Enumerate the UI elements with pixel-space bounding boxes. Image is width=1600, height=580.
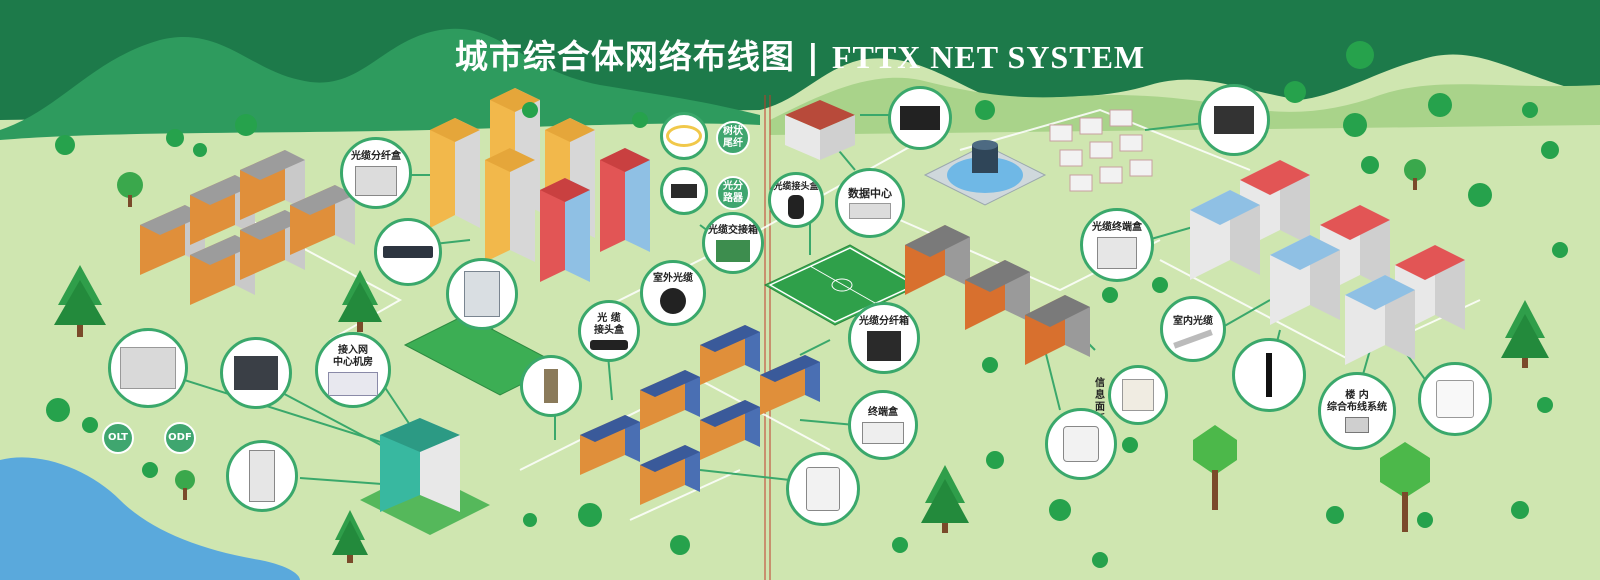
wall-box-icon [806, 467, 840, 511]
mountain-light-right [770, 77, 1600, 135]
callout-cabinet [446, 258, 518, 330]
data-center-icon [849, 202, 891, 219]
callout-server-rack [888, 86, 952, 150]
callout-wall-outlet-box [1045, 408, 1117, 480]
callout-info-panel [1108, 365, 1168, 425]
cross-connect-cabinet-icon [716, 239, 750, 262]
keystone-jack-icon [1345, 416, 1369, 433]
pole-clamp-icon [544, 369, 558, 403]
server-rack-icon [900, 106, 940, 130]
small-house-cluster [1049, 109, 1153, 192]
joint-closure-icon [590, 339, 628, 350]
high-rise-cluster [430, 88, 650, 282]
callout-label: 光缆分纤盒 [351, 150, 401, 162]
callout-label: 室内光缆 [1173, 316, 1213, 327]
bushes [46, 41, 1568, 568]
callout-patch-panel [374, 218, 442, 286]
fountain-plaza [923, 140, 1047, 206]
title-separator: | [806, 37, 820, 76]
callout-optical-splitter [660, 167, 708, 215]
callout-cable-joint-left: 光 缆 接头盒 [578, 300, 640, 362]
tag-odf: ODF [164, 422, 196, 454]
house-cluster-left [140, 150, 355, 305]
callout-pigtail [660, 112, 708, 160]
callout-olt-chassis [220, 337, 292, 409]
right-building-cluster [1190, 160, 1465, 365]
splitter-box-icon [355, 165, 397, 196]
callout-fiber-split-box-mid: 光缆分纤箱 [848, 302, 920, 374]
title-english: FTTX NET SYSTEM [831, 39, 1146, 75]
terminal-box-icon [862, 421, 904, 444]
callout-cable-joint-right: 光缆接头盒 [768, 172, 824, 228]
patch-box-icon [1122, 379, 1154, 411]
callout-indoor-cable: 室内光缆 [1160, 296, 1226, 362]
callout-label: 光缆交接箱 [708, 224, 758, 236]
tag-olt: OLT [102, 422, 134, 454]
callout-label: 数据中心 [848, 186, 892, 200]
callout-label: 终端盒 [868, 406, 898, 418]
split-box-icon [867, 330, 901, 361]
blue-house-cluster [580, 325, 820, 505]
callout-pole-hardware [520, 355, 582, 417]
tag-optical-splitter: 光分 路器 [716, 176, 750, 210]
socket-module-icon [1214, 106, 1254, 134]
callout-server-room [108, 328, 188, 408]
wall-plate-icon [1436, 380, 1474, 418]
dome-closure-icon [788, 195, 804, 219]
drop-cable-icon [1266, 353, 1272, 397]
pigtail-icon [666, 125, 702, 147]
callout-data-center: 数据中心 [835, 168, 905, 238]
callout-label: 光 缆 接头盒 [594, 312, 624, 336]
cabinet-icon [464, 271, 500, 317]
title-chinese: 城市综合体网络布线图 [454, 37, 795, 76]
callout-cable-terminal-box: 光缆终端盒 [1080, 208, 1154, 282]
callout-access-center: 接入网 中心机房 [315, 332, 391, 408]
lake [0, 457, 300, 580]
indoor-cable-icon [1173, 329, 1213, 349]
callout-outdoor-cable: 室外光缆 [640, 260, 706, 326]
callout-socket-module [1198, 84, 1270, 156]
page-title: 城市综合体网络布线图 | FTTX NET SYSTEM [0, 30, 1600, 78]
rack-row-icon [328, 371, 378, 396]
callout-label: 光缆分纤箱 [859, 315, 909, 327]
server-room-icon [120, 347, 176, 389]
callout-label: 光缆接头盒 [773, 182, 819, 192]
callout-label: 接入网 中心机房 [333, 344, 373, 368]
callout-drop-cable [1232, 338, 1306, 412]
callout-fiber-split-box-top: 光缆分纤盒 [340, 137, 412, 209]
tag-tree-pigtail: 树状 尾纤 [716, 121, 750, 155]
callout-odf-rack [226, 440, 298, 512]
callout-terminal-box: 终端盒 [848, 390, 918, 460]
odf-rack-icon [249, 450, 275, 502]
callout-label: 室外光缆 [653, 272, 693, 284]
mid-building-cluster [905, 225, 1090, 365]
mountain-mid-left [0, 28, 760, 140]
callout-wall-box [786, 452, 860, 526]
callout-cross-connect: 光缆交接箱 [702, 212, 764, 274]
outlet-box-icon [1063, 426, 1099, 462]
callout-label: 楼 内 综合布线系统 [1327, 389, 1387, 413]
callout-wall-plate [1418, 362, 1492, 436]
villa [785, 100, 855, 160]
cable-reel-icon [660, 287, 686, 314]
callout-indoor-cabling: 楼 内 综合布线系统 [1318, 372, 1396, 450]
olt-chassis-icon [234, 356, 278, 390]
optical-splitter-icon [671, 184, 697, 198]
trees [54, 159, 1549, 563]
access-center-building [360, 418, 490, 535]
callout-label: 光缆终端盒 [1092, 221, 1142, 233]
patch-panel-icon [383, 246, 433, 258]
terminal-box-open-icon [1097, 236, 1137, 269]
